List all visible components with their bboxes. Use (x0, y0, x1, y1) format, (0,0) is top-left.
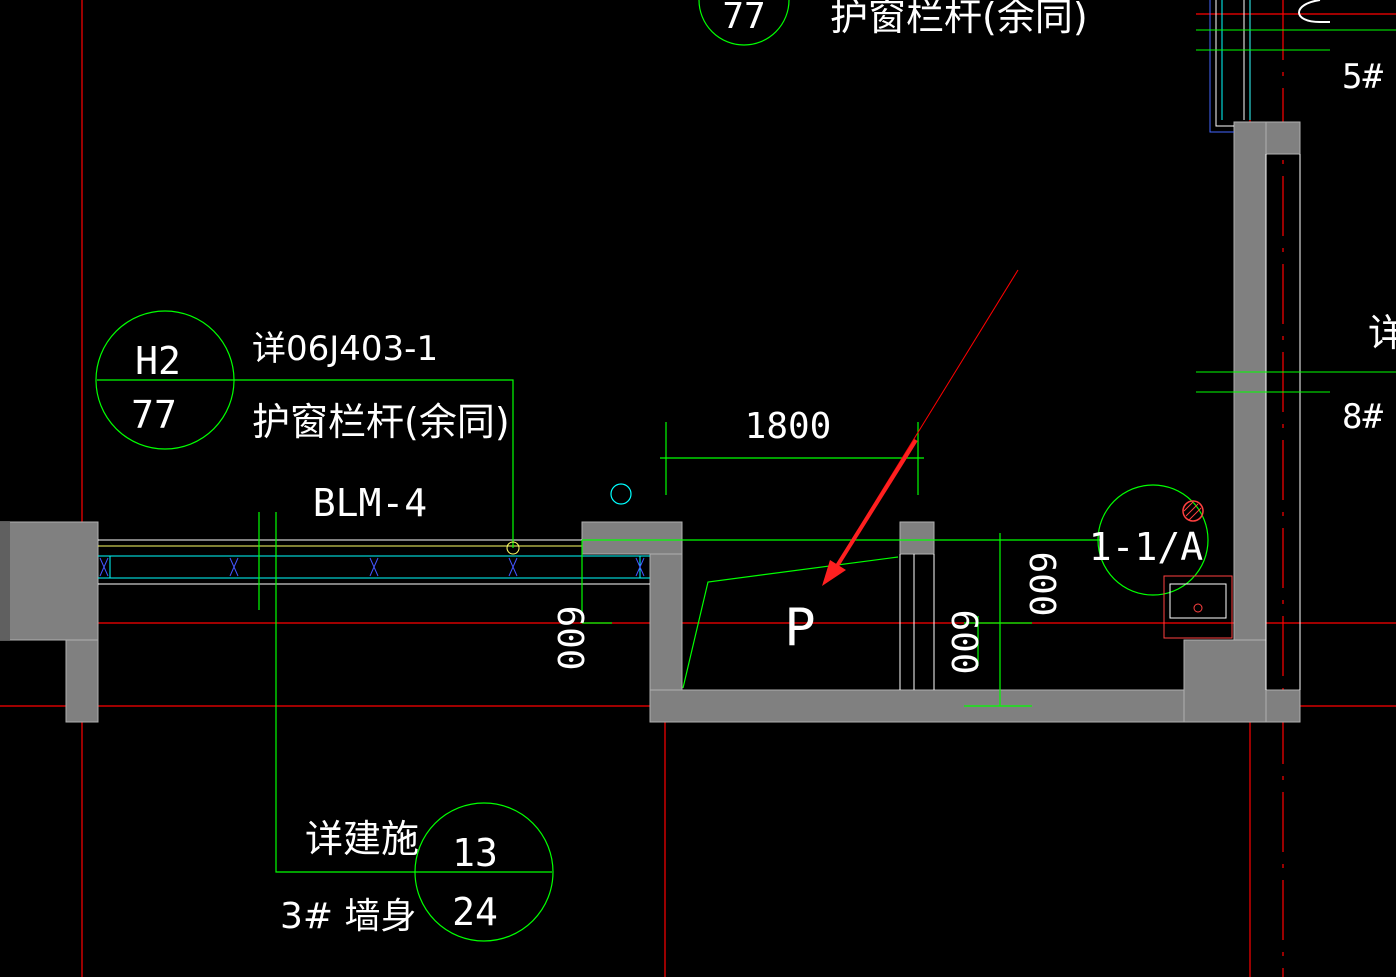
left-pier-lower (65, 639, 99, 723)
callout-wall-line2: 3# 墙身 (280, 896, 417, 937)
callout-h2[interactable]: H2 77 详06J403-1 护窗栏杆(余同) (95, 310, 510, 450)
pit-left-wall (581, 521, 683, 555)
callout-top-label: 护窗栏杆(余同) (830, 0, 1088, 39)
wall-inner-lines (899, 154, 1301, 690)
callout-top[interactable]: 77 护窗栏杆(余同) (698, 0, 1088, 46)
callout-top-number: 77 (722, 0, 765, 37)
pointer-arrow (822, 269, 1019, 586)
window-label: BLM-4 (313, 481, 427, 525)
right-column-outer (1265, 689, 1301, 723)
right-column-base (1183, 639, 1267, 723)
hatched-marker (1182, 500, 1204, 522)
callout-h2-top: H2 (135, 339, 181, 383)
callout-section-label: 1-1/A (1089, 525, 1204, 569)
dimension-width: 1800 (745, 406, 832, 447)
dimension-lines (581, 422, 1032, 707)
dimension-left-depth: 600 (549, 605, 590, 670)
callout-h2-line1: 详06J403-1 (252, 329, 438, 369)
pipe-lines (1196, 0, 1396, 393)
equipment-box[interactable] (1163, 575, 1233, 639)
leader-node (506, 541, 520, 555)
left-edge-pier (0, 522, 10, 640)
dimension-mid-depth: 600 (943, 609, 984, 674)
callout-section[interactable]: 1-1/A (1089, 484, 1209, 596)
right-label-mid: 8# (1342, 397, 1383, 437)
right-label-top: 5# (1342, 57, 1383, 97)
callout-wall-ref[interactable]: 13 24 详建施 3# 墙身 (280, 802, 554, 942)
dimension-right-depth: 600 (1021, 551, 1062, 616)
right-label-partial: 详 (1368, 311, 1396, 355)
callout-wall-line1: 详建施 (305, 817, 419, 861)
reference-marker[interactable] (610, 483, 632, 505)
walls (0, 121, 1301, 723)
partial-symbol (1298, 0, 1330, 23)
window-frame (98, 539, 650, 585)
pit-label: P (784, 598, 815, 658)
callout-h2-bottom: 77 (131, 393, 177, 437)
callout-wall-top: 13 (452, 831, 498, 875)
callout-h2-line2: 护窗栏杆(余同) (252, 400, 510, 444)
left-pier (0, 521, 99, 641)
pit-divider-wall (899, 521, 935, 555)
callout-wall-bottom: 24 (452, 890, 498, 934)
right-column-vertical (1233, 121, 1267, 723)
